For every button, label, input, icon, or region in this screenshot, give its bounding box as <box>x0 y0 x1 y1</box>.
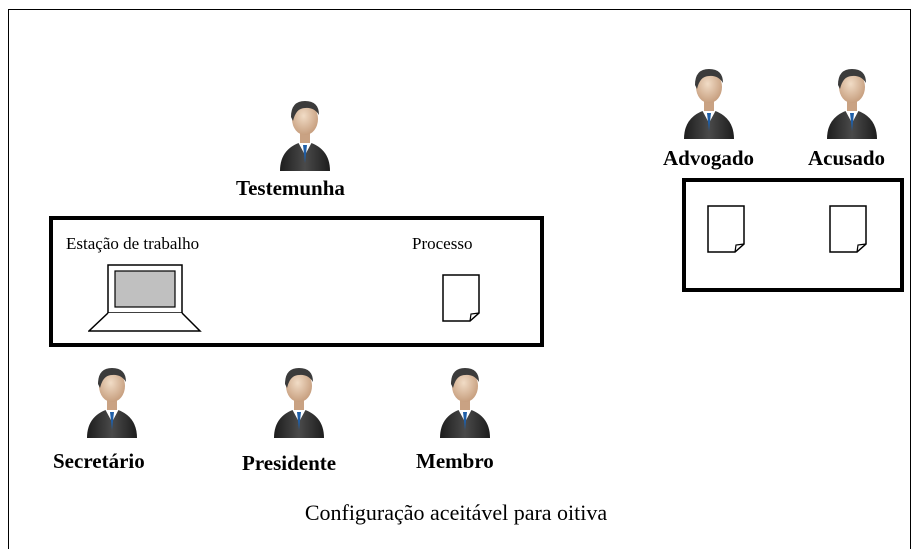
secretario-label: Secretário <box>53 449 145 473</box>
advogado-label: Advogado <box>663 146 755 170</box>
person-presidente-icon <box>270 362 328 438</box>
laptop-icon <box>88 264 202 334</box>
advogado-document-icon <box>707 205 745 253</box>
presidente-label: Presidente <box>242 451 337 475</box>
diagram-frame <box>8 9 911 549</box>
process-document-icon <box>442 274 480 322</box>
person-acusado-icon <box>823 63 881 139</box>
acusado-label: Acusado <box>808 146 886 170</box>
person-advogado-icon <box>680 63 738 139</box>
membro-label: Membro <box>416 449 494 473</box>
acusado-document-icon <box>829 205 867 253</box>
person-testemunha-icon <box>276 95 334 171</box>
testemunha-label: Testemunha <box>236 176 345 200</box>
process-label: Processo <box>412 234 473 253</box>
lawyer-defendant-box <box>682 178 904 292</box>
workstation-label: Estação de trabalho <box>66 234 200 253</box>
tribunal-table-box <box>49 216 544 347</box>
diagram-caption: Configuração aceitável para oitiva <box>304 500 608 525</box>
person-secretario-icon <box>83 362 141 438</box>
person-membro-icon <box>436 362 494 438</box>
